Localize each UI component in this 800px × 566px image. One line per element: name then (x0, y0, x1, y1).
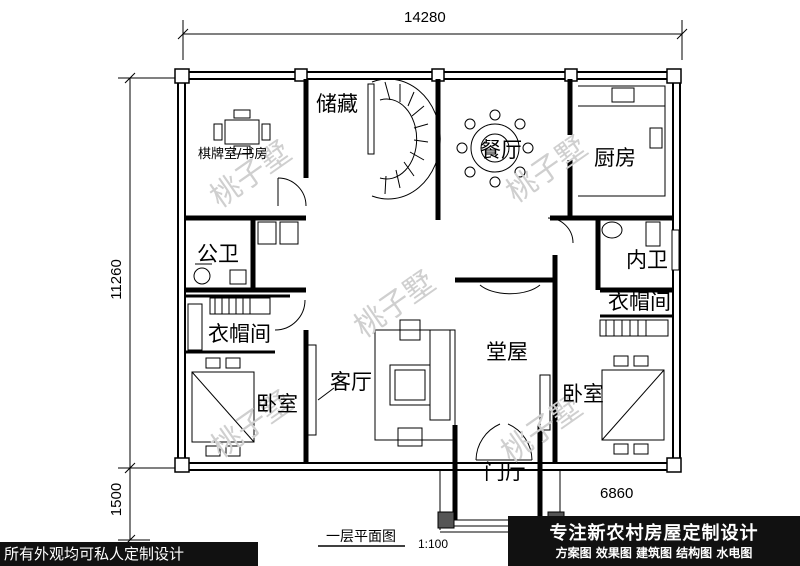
doors (274, 177, 574, 461)
room-storage-label: 储藏 (316, 92, 358, 116)
bed-left-icon (191, 357, 255, 457)
room-closet-left-label: 衣帽间 (208, 322, 271, 346)
footer-note: 所有外观均可私人定制设计 (0, 542, 258, 566)
room-living-label: 客厅 (330, 370, 372, 394)
living-marker (195, 263, 335, 401)
dimension-top (177, 20, 688, 60)
dim-width-label: 14280 (404, 9, 446, 26)
closet-rack-right (599, 319, 669, 337)
bed-right-icon (601, 355, 665, 455)
bath-fixtures (193, 221, 661, 285)
room-main-hall-label: 堂屋 (486, 340, 528, 364)
room-closet-right-label: 衣帽间 (608, 290, 671, 314)
room-bedroom-right-label: 卧室 (562, 382, 604, 406)
dimension-left (118, 72, 178, 546)
dim-right-label: 6860 (600, 485, 634, 502)
outer-walls (177, 71, 681, 471)
promo-banner: 专注新农村房屋定制设计 方案图 效果图 建筑图 结构图 水电图 (508, 516, 800, 566)
chess-table-icon (213, 109, 271, 155)
room-study-label: 棋牌室/书房 (198, 147, 268, 162)
room-foyer-label: 门厅 (484, 460, 526, 484)
kitchen-counter (578, 85, 666, 197)
room-bedroom-left-label: 卧室 (256, 392, 298, 416)
closet-rack-left (187, 297, 271, 351)
room-inner-bath-label: 内卫 (626, 248, 668, 272)
drawing-title: 一层平面图 (326, 529, 396, 545)
banner-services: 方案图 效果图 建筑图 结构图 水电图 (555, 546, 753, 560)
room-public-bath-label: 公卫 (197, 242, 239, 266)
dim-height-label: 11260 (107, 259, 125, 300)
banner-headline: 专注新农村房屋定制设计 (549, 523, 759, 544)
sofa-set-icon (374, 319, 456, 447)
room-dining-label: 餐厅 (480, 138, 522, 162)
room-kitchen-label: 厨房 (594, 146, 636, 170)
interior-walls (185, 79, 673, 520)
columns (174, 68, 682, 473)
drawing-scale: 1:100 (418, 537, 449, 551)
spiral-staircase (367, 78, 441, 200)
dim-porch-label: 1500 (108, 482, 126, 517)
dining-table-icon (456, 109, 534, 188)
closet-walls (185, 294, 673, 354)
windows (307, 229, 680, 436)
